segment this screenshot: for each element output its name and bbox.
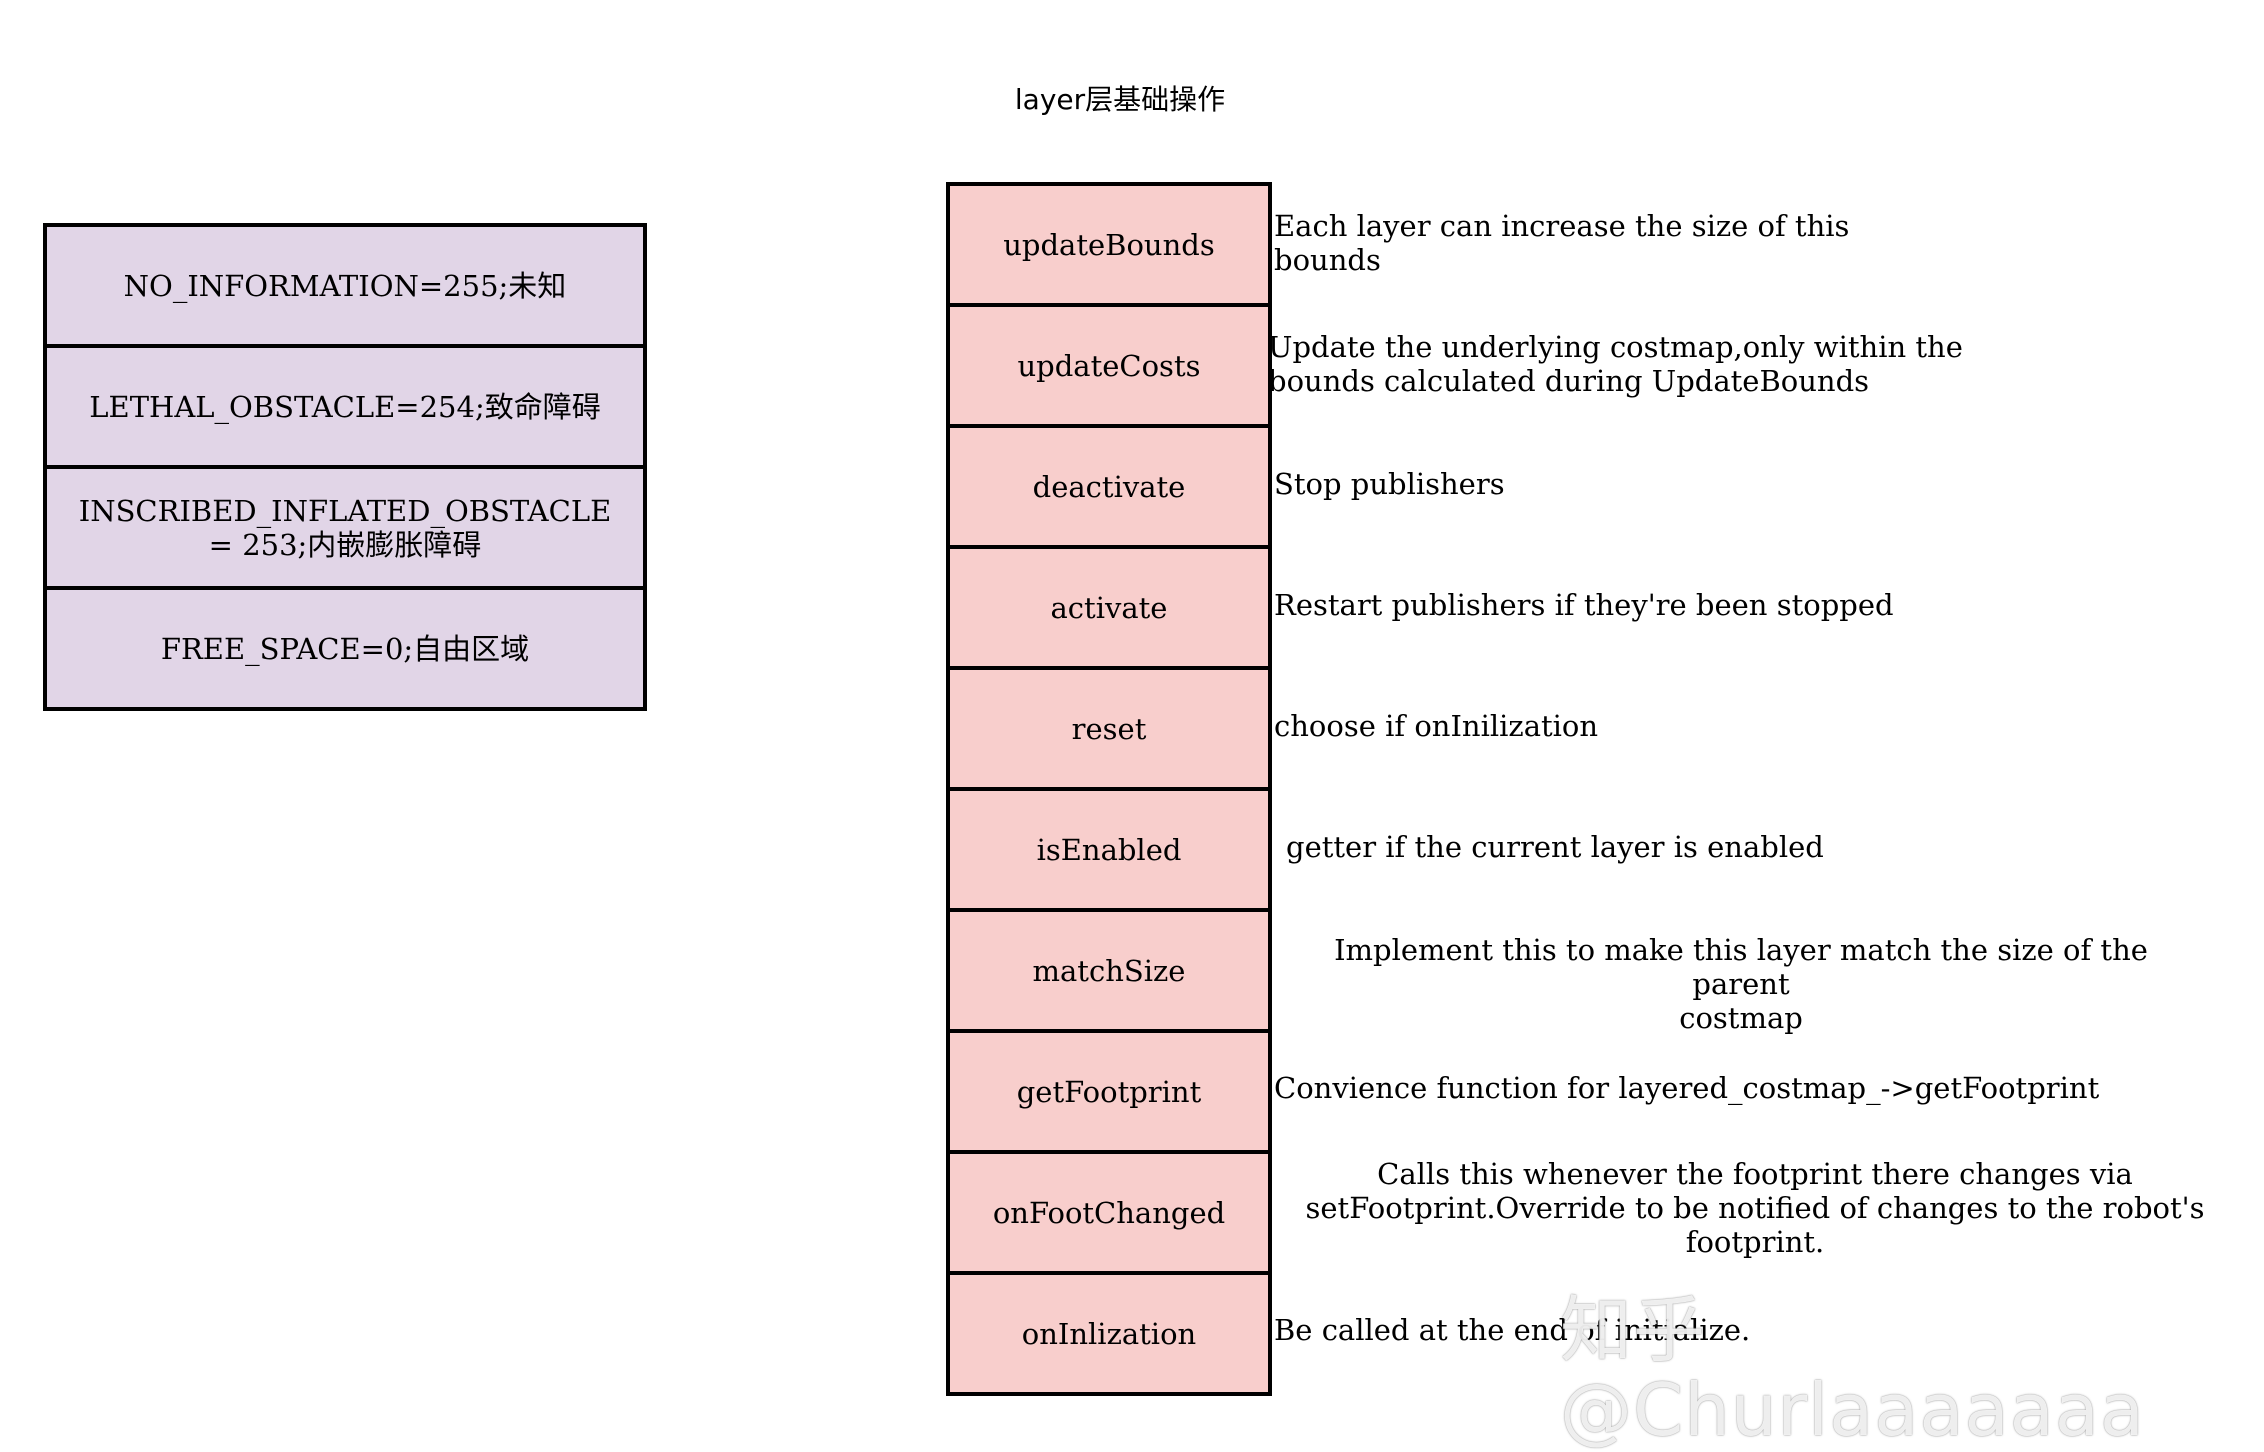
method-description: choose if onInilization (1274, 709, 1599, 743)
method-description: Restart publishers if they're been stopp… (1274, 588, 1894, 622)
method-box-activate: activate (950, 545, 1268, 666)
diagram-title: layer层基础操作 (1014, 83, 1226, 116)
method-description: Convience function for layered_costmap_-… (1274, 1071, 2100, 1105)
method-box-matchsize: matchSize (950, 908, 1268, 1029)
method-box-oninlization: onInlization (950, 1271, 1268, 1392)
cost-value-box: LETHAL_OBSTACLE=254;致命障碍 (47, 344, 643, 465)
method-description: Stop publishers (1274, 467, 1505, 501)
cost-value-box: FREE_SPACE=0;自由区域 (47, 586, 643, 707)
method-description: Be called at the end of initialize. (1274, 1313, 1751, 1347)
method-box-reset: reset (950, 666, 1268, 787)
method-description: Calls this whenever the footprint there … (1305, 1157, 2205, 1259)
method-box-deactivate: deactivate (950, 424, 1268, 545)
watermark: 知乎 @Churlaaaaaaa (1560, 1288, 2145, 1452)
method-description: Implement this to make this layer match … (1334, 933, 2148, 1035)
method-box-isenabled: isEnabled (950, 787, 1268, 908)
method-description: getter if the current layer is enabled (1286, 830, 1824, 864)
method-box-updatebounds: updateBounds (950, 186, 1268, 303)
method-box-getfootprint: getFootprint (950, 1029, 1268, 1150)
method-description: Each layer can increase the size of this… (1274, 209, 1850, 277)
cost-value-box: INSCRIBED_INFLATED_OBSTACLE = 253;内嵌膨胀障碍 (47, 465, 643, 586)
method-box-updatecosts: updateCosts (950, 303, 1268, 424)
method-box-onfootchanged: onFootChanged (950, 1150, 1268, 1271)
cost-value-box: NO_INFORMATION=255;未知 (47, 227, 643, 344)
method-description: Update the underlying costmap,only withi… (1268, 330, 1963, 398)
method-stack: updateBounds updateCosts deactivate acti… (946, 182, 1272, 1396)
cost-value-stack: NO_INFORMATION=255;未知 LETHAL_OBSTACLE=25… (43, 223, 647, 711)
